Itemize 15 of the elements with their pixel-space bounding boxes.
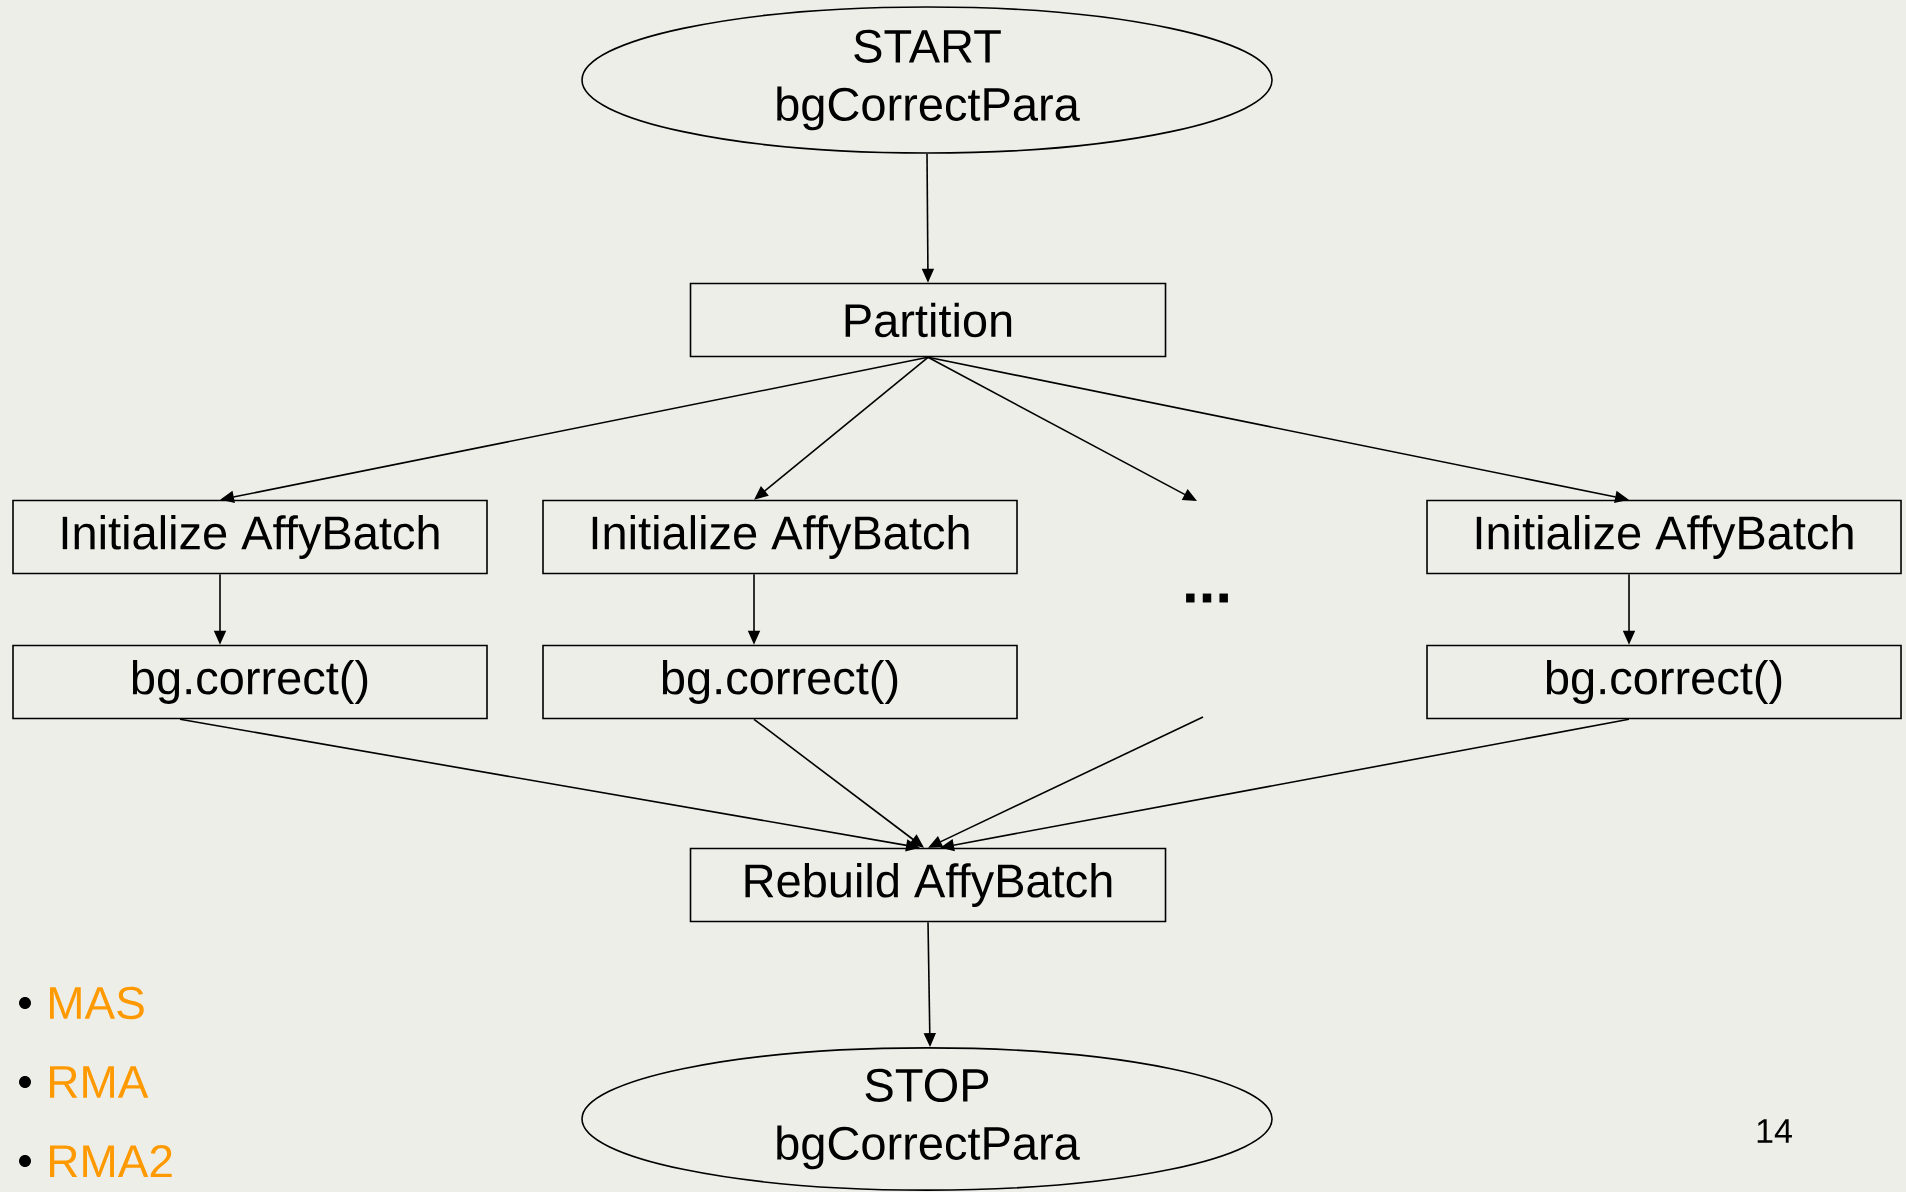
process-box: Initialize AffyBatch [12, 499, 488, 575]
process-box: Initialize AffyBatch [1426, 499, 1902, 575]
bullet-item: MAS [19, 986, 144, 1020]
process-box: Partition [689, 282, 1167, 358]
process-box: bg.correct() [1426, 644, 1902, 720]
ellipsis: ... [1186, 593, 1228, 603]
arrow [754, 356, 929, 500]
process-box: Rebuild AffyBatch [689, 847, 1167, 923]
bullet-item: RMA [19, 1066, 149, 1098]
process-box: bg.correct() [542, 644, 1018, 720]
process-box: Initialize AffyBatch [542, 499, 1018, 575]
bullet-item: RMA2 [19, 1144, 172, 1178]
arrow [753, 718, 924, 848]
process-box: bg.correct() [12, 644, 488, 720]
page-number: 14 [1757, 1119, 1792, 1143]
